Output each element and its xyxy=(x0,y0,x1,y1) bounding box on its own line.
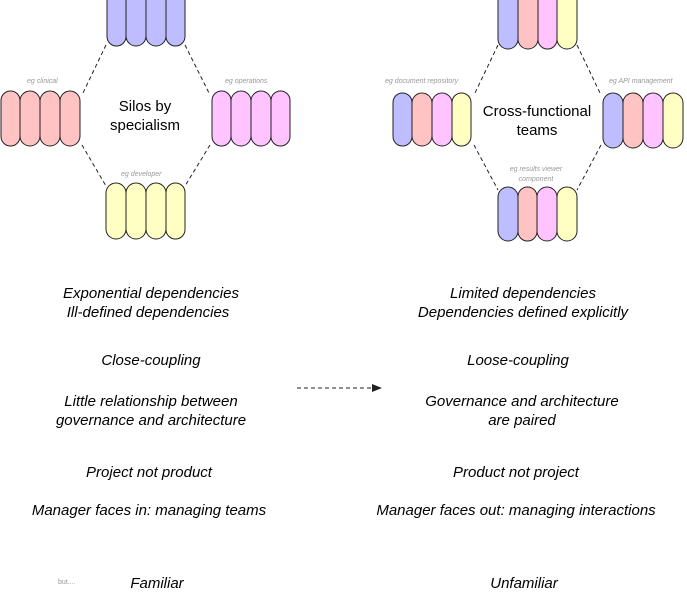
right-label-bottom-line-2: component xyxy=(519,176,555,183)
right-statement-4: Product not project xyxy=(453,464,580,481)
right-statement-1-line-2: Dependencies defined explicitly xyxy=(418,304,630,321)
left-statement-6: Familiar xyxy=(130,575,184,592)
right-bottom-member-3 xyxy=(536,186,558,242)
right-right-member-1 xyxy=(602,92,624,149)
right-statements: Limited dependencies Dependencies define… xyxy=(376,285,656,592)
left-left-member-1 xyxy=(0,90,21,147)
right-statement-3-line-2: are paired xyxy=(488,412,556,429)
right-left-team xyxy=(392,92,472,147)
right-title-line-2: teams xyxy=(517,122,558,139)
right-left-member-1 xyxy=(392,92,413,147)
right-statement-3-line-1: Governance and architecture xyxy=(425,393,618,410)
right-statement-2: Loose-coupling xyxy=(467,352,569,369)
left-right-team xyxy=(211,90,291,147)
right-bottom-member-2 xyxy=(517,186,538,242)
left-right-member-1 xyxy=(211,90,232,147)
left-right-member-3 xyxy=(250,90,272,147)
left-label-right: eg operations xyxy=(225,78,268,85)
right-statement-1-line-1: Limited dependencies xyxy=(450,285,596,302)
transition-arrow xyxy=(297,384,382,392)
right-top-member-1 xyxy=(497,0,519,50)
left-connectors xyxy=(81,44,211,187)
right-statement-6: Unfamiliar xyxy=(490,575,559,592)
right-left-member-3 xyxy=(431,92,453,147)
left-left-member-2 xyxy=(19,90,41,147)
arrow-head-icon xyxy=(372,384,382,392)
left-bottom-member-2 xyxy=(125,182,147,240)
right-label-right: eg API management xyxy=(609,78,674,85)
left-top-member-4 xyxy=(165,0,186,47)
left-statement-1-line-2: Ill-defined dependencies xyxy=(67,304,230,321)
left-title-line-2: specialism xyxy=(110,117,180,134)
right-right-member-4 xyxy=(662,92,684,149)
right-top-member-3 xyxy=(537,0,558,50)
left-top-member-3 xyxy=(145,0,167,47)
footnote: but.... xyxy=(58,579,76,586)
right-top-member-2 xyxy=(517,0,539,50)
left-statement-1-line-1: Exponential dependencies xyxy=(63,285,239,302)
left-left-team xyxy=(0,90,81,147)
left-bottom-member-1 xyxy=(105,182,127,240)
right-connectors xyxy=(473,44,602,191)
left-left-member-3 xyxy=(39,90,61,147)
left-top-team xyxy=(106,0,186,47)
left-right-member-4 xyxy=(270,90,291,147)
right-bottom-member-4 xyxy=(556,186,578,242)
right-bottom-team xyxy=(497,186,578,242)
left-statement-2: Close-coupling xyxy=(101,352,201,369)
left-statements: Exponential dependencies Ill-defined dep… xyxy=(32,285,267,592)
left-statement-5: Manager faces in: managing teams xyxy=(32,502,267,519)
right-right-team xyxy=(602,92,684,149)
right-top-team xyxy=(497,0,578,50)
left-statement-4: Project not product xyxy=(86,464,213,481)
right-right-member-3 xyxy=(642,92,664,149)
right-label-bottom-line-1: eg results viewer xyxy=(510,166,563,173)
left-title-line-1: Silos by xyxy=(119,98,172,115)
right-title-line-1: Cross-functional xyxy=(483,103,591,120)
left-right-member-2 xyxy=(230,90,252,147)
right-top-member-4 xyxy=(556,0,578,50)
left-top-member-1 xyxy=(106,0,127,47)
left-bottom-team xyxy=(105,182,186,240)
right-right-member-2 xyxy=(622,92,644,149)
left-label-bottom: eg developer xyxy=(121,171,162,178)
right-label-left: eg document repository xyxy=(385,78,459,85)
left-top-member-2 xyxy=(125,0,147,47)
right-left-member-2 xyxy=(411,92,433,147)
right-bottom-member-1 xyxy=(497,186,519,242)
left-bottom-member-4 xyxy=(165,182,186,240)
left-statement-3-line-1: Little relationship between xyxy=(64,393,237,410)
right-statement-5: Manager faces out: managing interactions xyxy=(376,502,656,519)
left-bottom-member-3 xyxy=(145,182,167,240)
left-label-left: eg clinical xyxy=(27,78,58,85)
left-statement-3-line-2: governance and architecture xyxy=(56,412,246,429)
right-left-member-4 xyxy=(451,92,472,147)
left-left-member-4 xyxy=(59,90,81,147)
